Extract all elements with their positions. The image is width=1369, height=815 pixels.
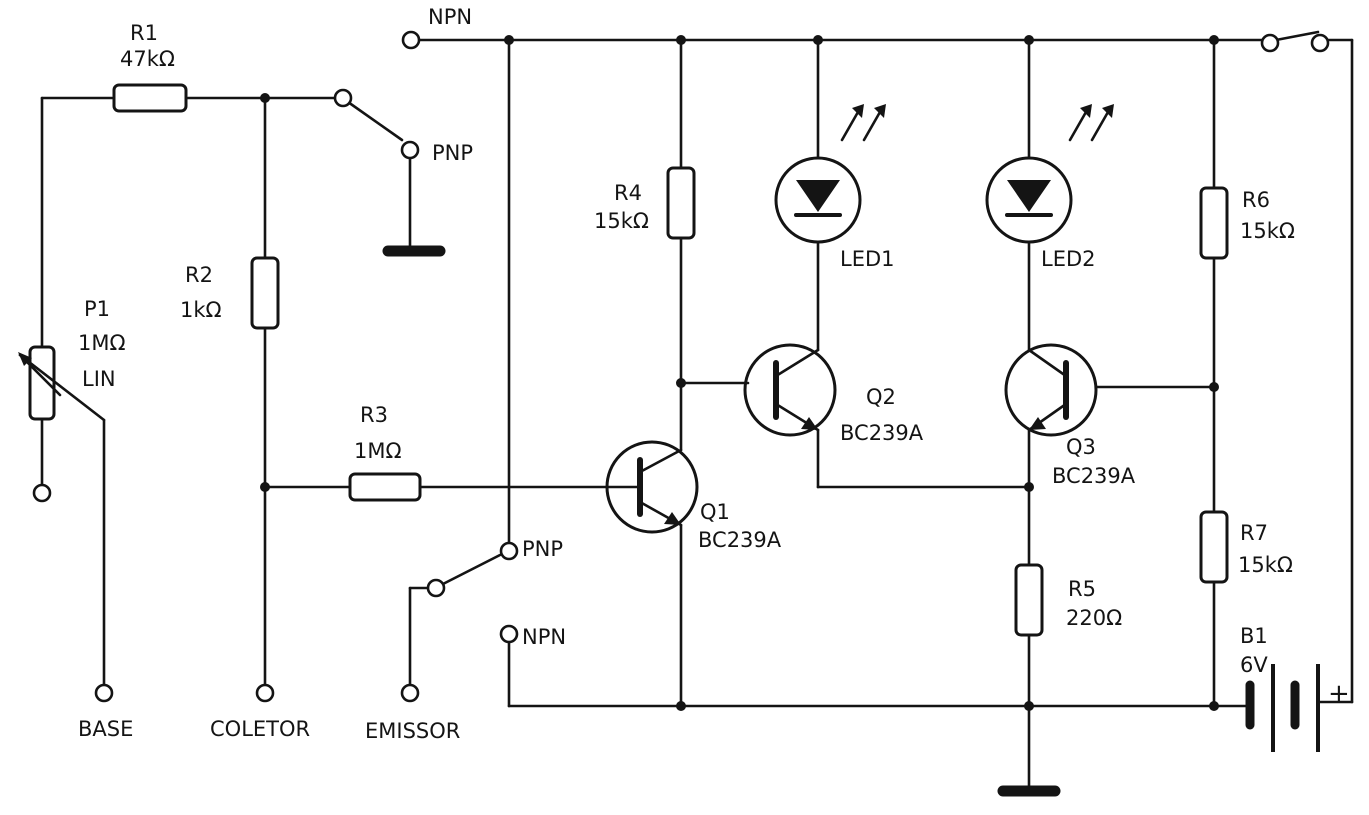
r1-resistor	[112, 83, 188, 113]
r3-value: 1MΩ	[354, 439, 402, 463]
r5-resistor	[1014, 563, 1044, 637]
test-terminals	[32, 483, 420, 703]
r5-ref: R5	[1068, 577, 1096, 601]
emissor-terminal	[400, 683, 420, 703]
b1-value: 6V	[1240, 653, 1268, 677]
q3-transistor	[1004, 343, 1098, 437]
q3-ref: Q3	[1066, 435, 1096, 459]
switch-label-mid-npn: NPN	[522, 625, 566, 649]
terminal-label-coletor: COLETOR	[210, 717, 310, 741]
led1-symbol	[774, 104, 886, 244]
r3-ref: R3	[360, 403, 388, 427]
switch-label-top-npn: NPN	[428, 5, 472, 29]
q2-transistor	[743, 343, 837, 437]
b1-battery	[1245, 664, 1320, 752]
b1-plus: +	[1328, 679, 1350, 709]
p1-type: LIN	[82, 367, 116, 391]
q1-ref: Q1	[700, 500, 730, 524]
r2-ref: R2	[185, 263, 213, 287]
r1-value: 47kΩ	[120, 47, 175, 71]
led2-ref: LED2	[1041, 247, 1096, 271]
q2-part: BC239A	[840, 421, 924, 445]
r2-value: 1kΩ	[180, 298, 222, 322]
led2-symbol	[985, 104, 1114, 244]
r2-resistor	[250, 256, 280, 330]
junction-dots	[260, 35, 1219, 711]
q2-ref: Q2	[866, 385, 896, 409]
r4-value: 15kΩ	[594, 209, 649, 233]
switch-label-mid-pnp: PNP	[522, 537, 563, 561]
r7-ref: R7	[1240, 521, 1268, 545]
r7-value: 15kΩ	[1238, 553, 1293, 577]
coletor-terminal	[255, 683, 275, 703]
r6-ref: R6	[1242, 188, 1270, 212]
r5-value: 220Ω	[1066, 606, 1122, 630]
r3-resistor	[348, 472, 422, 502]
r4-ref: R4	[614, 181, 642, 205]
wires	[18, 30, 1354, 792]
r1-ref: R1	[130, 21, 158, 45]
switch-label-top-pnp: PNP	[432, 141, 473, 165]
labels: R1 47kΩ R2 1kΩ R3 1MΩ R4 15kΩ R5 220Ω R6…	[78, 5, 1350, 743]
p1-ref: P1	[84, 297, 110, 321]
led1-ref: LED1	[840, 247, 895, 271]
switch-contacts	[333, 30, 1330, 644]
q3-part: BC239A	[1052, 464, 1136, 488]
p1-value: 1MΩ	[78, 331, 126, 355]
terminal-label-base: BASE	[78, 717, 133, 741]
p1-potentiometer	[18, 345, 62, 421]
r7-resistor	[1199, 510, 1229, 584]
q1-transistor	[605, 440, 699, 534]
terminal-label-emissor: EMISSOR	[365, 719, 460, 743]
base-terminal	[94, 683, 114, 703]
r6-resistor	[1199, 186, 1229, 260]
p1-terminal	[32, 483, 52, 503]
q1-part: BC239A	[698, 528, 782, 552]
b1-ref: B1	[1240, 624, 1268, 648]
r6-value: 15kΩ	[1240, 219, 1295, 243]
r4-resistor	[666, 166, 696, 240]
